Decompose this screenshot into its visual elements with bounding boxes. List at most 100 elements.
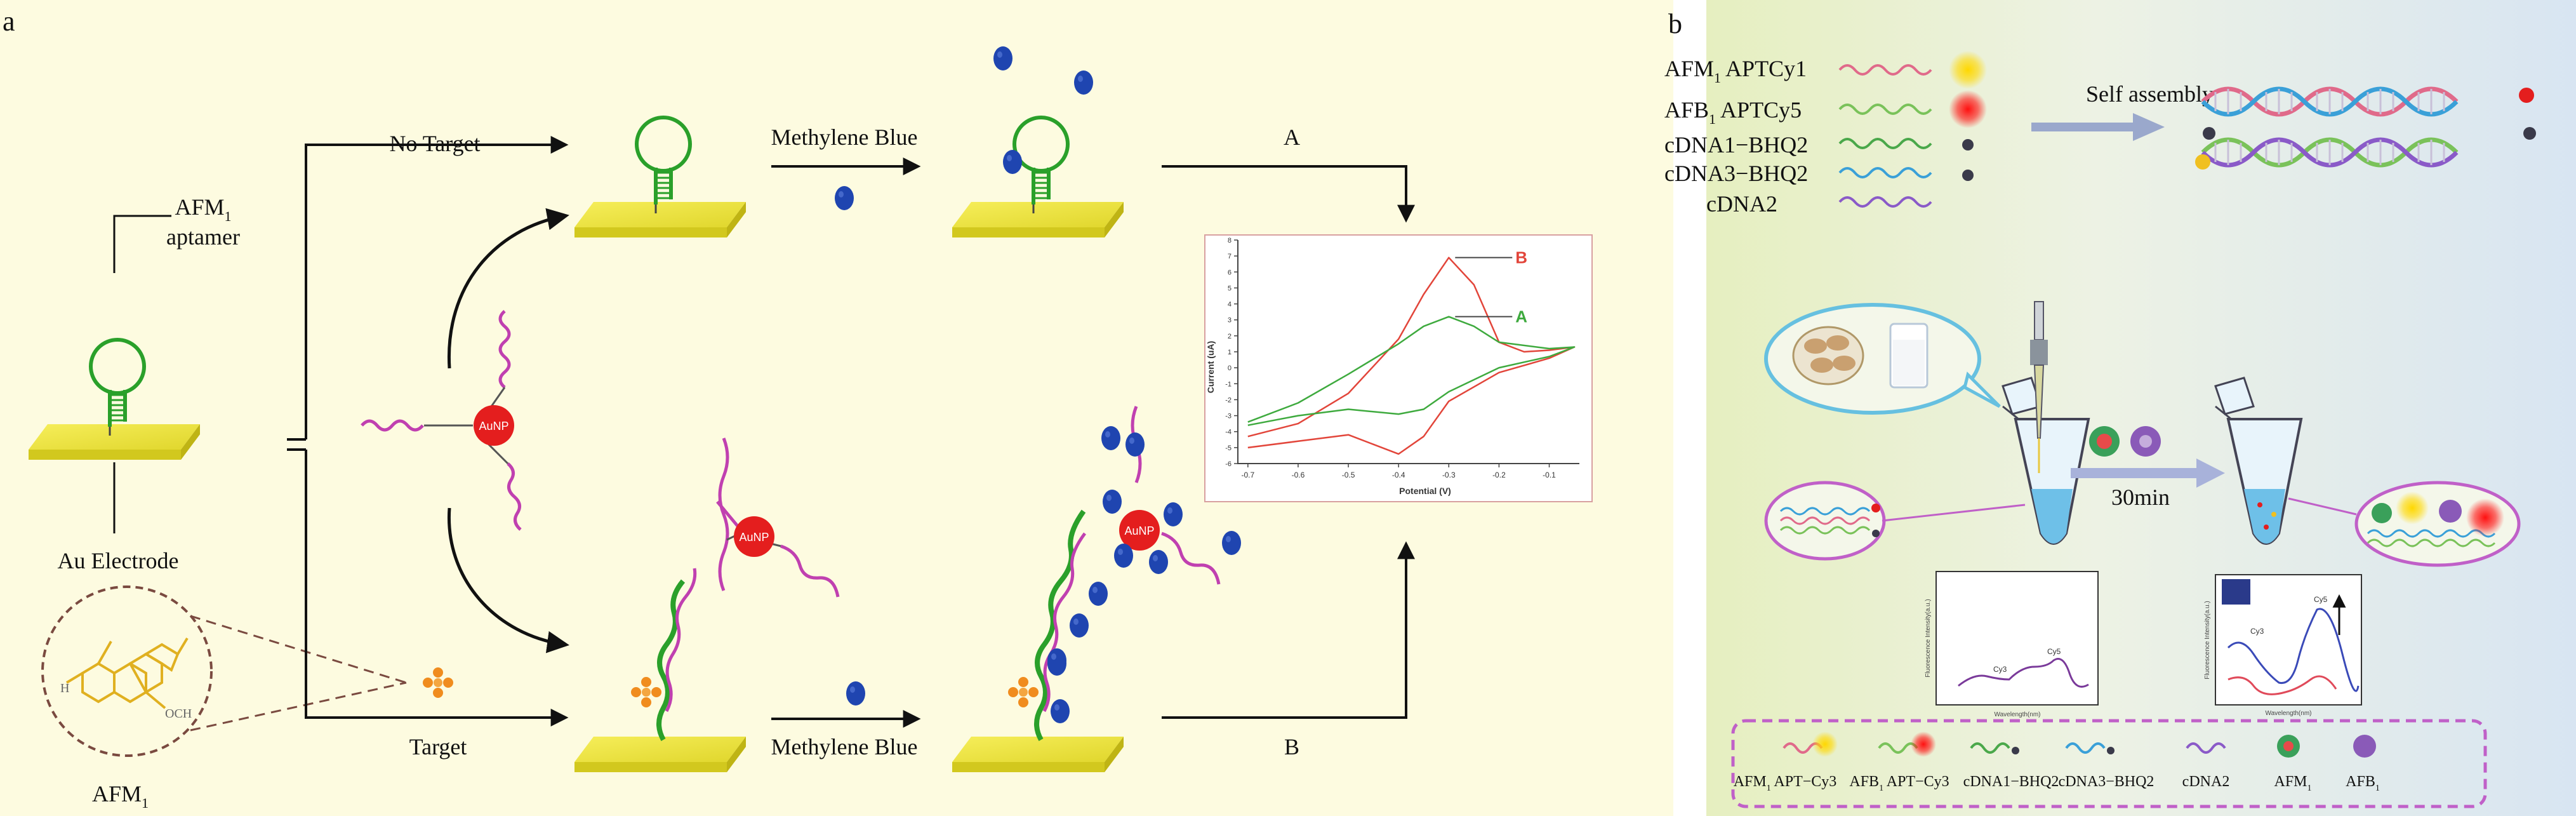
cv-chart-xlabel: Potential (V) [1399, 486, 1451, 496]
legend-entry: cDNA3−BHQ2 [1664, 161, 1808, 186]
route-a-arrow [1162, 165, 1415, 223]
legend-entry: AFB1 [2346, 773, 2380, 793]
legend-entry: cDNA1−BHQ2 [1963, 773, 2059, 790]
left-electrode [29, 424, 200, 460]
dna-assembly [2195, 86, 2536, 170]
curved-arrow-up [447, 208, 569, 369]
tube-2 [2214, 377, 2303, 545]
self-assembly-arrow-head [2133, 113, 2165, 141]
route-b-label: B [1284, 734, 1299, 759]
cv-y-tick-label: 8 [1228, 237, 1232, 244]
cv-y-tick-label: 0 [1228, 365, 1232, 372]
bottom-electrode-2 [952, 737, 1124, 772]
svg-text:OCH: OCH [165, 707, 192, 721]
cv-y-tick-label: 1 [1228, 349, 1232, 356]
aunp-label-bottom-2: AuNP [1124, 525, 1154, 537]
incubation-time-label: 30min [2111, 485, 2170, 510]
aptamer-label: AFM1 [175, 194, 231, 224]
afm1-zoom-lines [190, 615, 407, 732]
cv-series-B-label: B [1515, 248, 1527, 267]
aunp-probe: AuNP [361, 310, 522, 531]
svg-text:H: H [60, 681, 69, 695]
incubation-arrow [2071, 426, 2225, 488]
cv-chart: -0.7 -0.6 -0.5 -0.4 -0.3 -0.2 -0.1 8 7 6 5 4 3 2 1 0 -1 -… [1204, 234, 1593, 502]
legend-entry: AFB1 APTCy5 [1664, 97, 1802, 127]
cv-chart-frame [1204, 234, 1593, 502]
bubble-left [1764, 481, 2026, 561]
cv-y-tick-label: -1 [1225, 380, 1232, 388]
cv-chart-curves [1247, 257, 1576, 455]
legend-entry: cDNA3−BHQ2 [2059, 773, 2154, 790]
cv-y-tick-label: 6 [1228, 269, 1232, 276]
bottom-electrode-1 [574, 737, 746, 772]
bottom-legend-icons [1783, 732, 2376, 758]
route-a-label: A [1284, 124, 1300, 150]
legend-entry: AFB1 APT−Cy3 [1849, 773, 1949, 793]
mb-icon-top [835, 186, 854, 210]
legend-entry: cDNA2 [1706, 191, 1777, 217]
cv-y-tick-label: 2 [1228, 333, 1232, 340]
electrode-label: Au Electrode [58, 548, 179, 573]
cv-chart-series-labels: BA [1455, 248, 1527, 326]
panel-b-label: b [1668, 8, 1682, 39]
mini-chart-1-label-cy3: Cy3 [1993, 665, 2007, 674]
aptamer-word: aptamer [166, 224, 240, 250]
cv-series-A-label: A [1515, 307, 1527, 326]
cv-y-tick-label: 3 [1228, 317, 1232, 324]
cv-x-tick-label: -0.2 [1492, 471, 1506, 479]
mini-chart-2-xlabel: Wavelength(nm) [2266, 710, 2312, 717]
mb-icon-bottom [846, 681, 865, 706]
cv-x-tick-label: -0.6 [1292, 471, 1305, 479]
cv-x-tick-label: -0.3 [1442, 471, 1456, 479]
legend-entry: AFM1 [2274, 773, 2311, 793]
afm1-molecule-circle [41, 585, 213, 757]
food-sample-bubble [1764, 303, 2001, 415]
mini-chart-1-xlabel: Wavelength(nm) [1995, 711, 2041, 718]
mini-chart-1-label-cy5: Cy5 [2047, 647, 2061, 656]
aptamer-leader-line [113, 215, 171, 273]
cv-y-tick-label: 7 [1228, 253, 1232, 260]
bubble-right [2288, 481, 2521, 567]
cv-chart-ylabel: Current (uA) [1205, 341, 1216, 393]
legend-entry: cDNA2 [2182, 773, 2230, 790]
cv-y-tick-label: 4 [1228, 301, 1232, 309]
mini-chart-1-ylabel: Fluorescence Intensity(a.u.) [1925, 599, 1932, 677]
target-label: Target [409, 734, 467, 759]
afm1-label: AFM1 [92, 781, 149, 811]
route-b-arrow [1162, 541, 1415, 719]
bottom-legend-box [1731, 719, 2487, 808]
mini-chart-2-ylabel: Fluorescence Intensity(a.u.) [2204, 601, 2211, 679]
pipette [2030, 301, 2048, 473]
methylene-blue-top-label: Methylene Blue [771, 124, 918, 150]
legend-entry: AFM1 APTCy1 [1664, 56, 1807, 86]
cv-chart-axes: -0.7 -0.6 -0.5 -0.4 -0.3 -0.2 -0.1 8 7 6 5 4 3 2 1 0 -1 -… [1225, 237, 1579, 479]
tube-1 [2002, 377, 2090, 545]
cv-x-tick-label: -0.4 [1392, 471, 1405, 479]
cv-x-tick-label: -0.1 [1543, 471, 1556, 479]
mini-chart-2: Cy3 Cy5 Wavelength(nm) Fluorescence Inte… [2204, 574, 2362, 717]
legend-entry: cDNA1−BHQ2 [1664, 132, 1808, 157]
panel-a: a AFM1 aptamer Au Electrode H OCH AFM1 N… [0, 0, 1673, 816]
curved-arrow-down [447, 507, 569, 653]
legend-entry: AFM1 APT−Cy3 [1734, 773, 1837, 793]
cv-x-tick-label: -0.5 [1342, 471, 1355, 479]
top-electrode-2 [952, 202, 1124, 237]
mini-chart-1: Cy3 Cy5 Wavelength(nm) Fluorescence Inte… [1925, 571, 2099, 718]
cv-y-tick-label: -3 [1225, 413, 1232, 420]
cv-y-tick-label: -4 [1225, 429, 1232, 436]
cv-y-tick-label: 5 [1228, 284, 1232, 292]
afm1-molecule-structure: H OCH [60, 637, 192, 721]
cv-y-tick-label: -2 [1225, 396, 1232, 404]
no-target-label: No Target [389, 131, 480, 156]
cv-y-tick-label: -6 [1225, 460, 1232, 468]
bottom-assembly-2: AuNP [1008, 406, 1241, 741]
mini-chart-2-label-cy5: Cy5 [2314, 595, 2328, 604]
aunp-label-bottom-1: AuNP [739, 531, 769, 544]
top-legend-strands [1838, 51, 1987, 208]
aunp-label-middle: AuNP [479, 420, 508, 432]
cv-x-tick-label: -0.7 [1241, 471, 1254, 479]
